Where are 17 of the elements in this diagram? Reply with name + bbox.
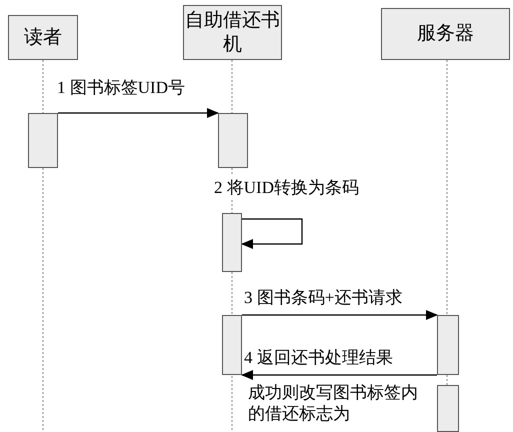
message-arrow (241, 370, 437, 380)
message-label: 2 将UID转换为条码 (212, 176, 361, 199)
message-arrow (58, 108, 219, 118)
lifeline (446, 60, 448, 315)
message-arrow (241, 218, 303, 249)
lifeline (446, 375, 448, 385)
activation-bar (222, 213, 242, 272)
participant-box: 服务器 (381, 8, 510, 60)
activation-bar (28, 113, 58, 168)
note-text: 成功则改写图书标签内的借还标志为 (247, 382, 419, 424)
participant-box: 自助借还书机 (183, 5, 282, 60)
activation-bar (437, 385, 459, 432)
activation-bar (222, 315, 242, 375)
participant-box: 读者 (8, 15, 78, 60)
message-arrow (242, 310, 438, 320)
activation-bar (218, 113, 248, 168)
activation-bar (437, 315, 459, 375)
